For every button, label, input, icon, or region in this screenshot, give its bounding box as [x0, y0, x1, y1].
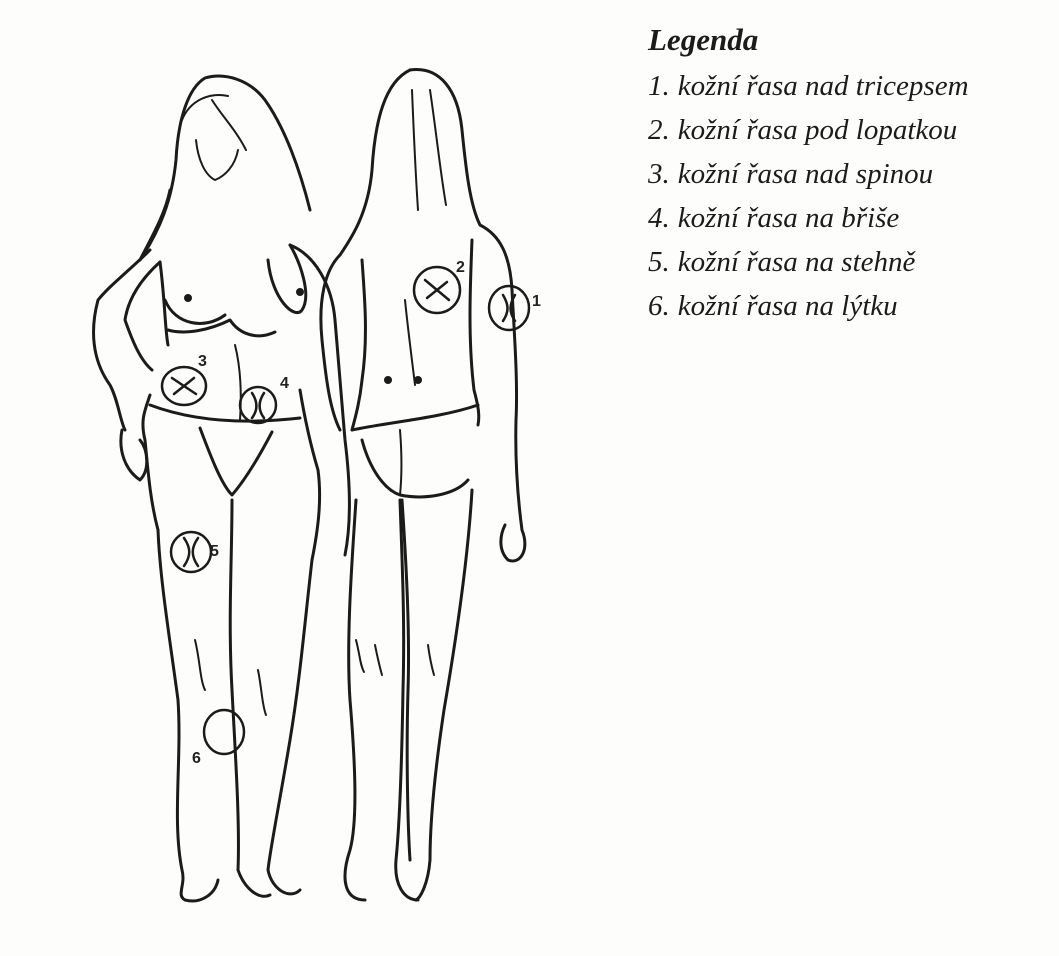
legend-item-number: 6.: [648, 284, 670, 328]
legend-item-text: kožní řasa pod lopatkou: [678, 108, 958, 152]
marker-label-6: 6: [192, 750, 201, 767]
legend-item-text: kožní řasa na stehně: [678, 240, 916, 284]
legend-title: Legenda: [648, 22, 969, 58]
marker-1: [489, 286, 529, 330]
legend-list: 1. kožní řasa nad tricepsem 2. kožní řas…: [648, 64, 969, 328]
legend-item: 6. kožní řasa na lýtku: [648, 284, 969, 328]
marker-4: [240, 387, 276, 423]
marker-label-2: 2: [456, 259, 465, 276]
legend-item-text: kožní řasa nad spinou: [678, 152, 933, 196]
legend-item-number: 3.: [648, 152, 670, 196]
legend-item: 5. kožní řasa na stehně: [648, 240, 969, 284]
back-figure: [321, 70, 525, 900]
legend-item-text: kožní řasa na břiše: [678, 196, 900, 240]
marker-label-3: 3: [198, 353, 207, 370]
legend-item: 2. kožní řasa pod lopatkou: [648, 108, 969, 152]
legend-item-text: kožní řasa nad tricepsem: [678, 64, 969, 108]
legend-item: 3. kožní řasa nad spinou: [648, 152, 969, 196]
legend-item: 4. kožní řasa na břiše: [648, 196, 969, 240]
legend-item-number: 1.: [648, 64, 670, 108]
front-figure: [94, 76, 350, 901]
marker-3: [162, 367, 206, 405]
marker-6: [204, 710, 244, 754]
legend-item-number: 5.: [648, 240, 670, 284]
marker-label-5: 5: [210, 543, 219, 560]
marker-label-4: 4: [280, 375, 289, 392]
legend-item: 1. kožní řasa nad tricepsem: [648, 64, 969, 108]
marker-5: [171, 532, 211, 572]
marker-label-1: 1: [532, 293, 541, 310]
legend: Legenda 1. kožní řasa nad tricepsem 2. k…: [648, 22, 969, 328]
legend-item-text: kožní řasa na lýtku: [678, 284, 898, 328]
legend-item-number: 4.: [648, 196, 670, 240]
legend-item-number: 2.: [648, 108, 670, 152]
marker-2: [414, 267, 460, 313]
